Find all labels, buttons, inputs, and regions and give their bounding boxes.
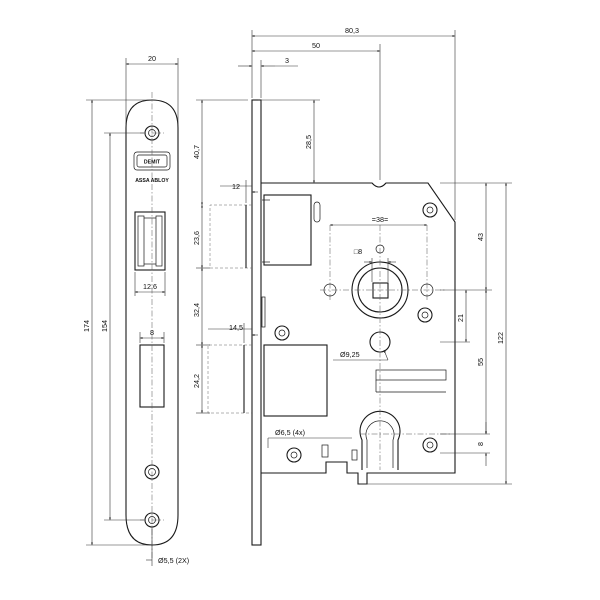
dim-latch-projection: 12 — [232, 182, 240, 191]
dim-8: 8 — [476, 442, 485, 446]
spindle-square — [372, 282, 389, 299]
bolt-projection-hidden — [207, 344, 252, 414]
dim-faceplate-height-outer: 174 — [82, 320, 91, 332]
dim-faceplate-screw: Ø5,5 (2X) — [158, 556, 189, 565]
lock-body-view — [207, 99, 456, 546]
latch-slot — [313, 201, 321, 223]
dim-plate-offset: 3 — [285, 56, 289, 65]
dim-55: 55 — [476, 358, 485, 366]
faceplate-dimensions: 20 174 154 12.6 8 Ø5,5 (2X) — [82, 54, 189, 566]
latch-bolt-body — [263, 194, 312, 266]
dim-latch-window: 12.6 — [143, 282, 157, 291]
company-name: ASSA ABLOY — [135, 178, 169, 184]
dim-faceplate-height-inner: 154 — [100, 320, 109, 332]
dim-bolt-height: 24,2 — [192, 374, 201, 388]
deadbolt-body — [263, 344, 328, 417]
mounting-screw-right — [417, 307, 433, 323]
dim-faceplate-width: 20 — [148, 54, 156, 63]
mounting-screw-bottom-right — [422, 437, 438, 453]
mounting-screw-bottom-left — [286, 447, 302, 463]
dim-follower-spread: =38= — [372, 215, 388, 224]
logo-text: DEMIT — [144, 160, 161, 166]
dim-latch-to-bolt: 32,4 — [192, 303, 201, 317]
lock-body-dimensions: 80,3 50 3 28,5 40,7 12 23,6 32,4 — [192, 26, 512, 485]
latch-projection-hidden — [209, 204, 252, 269]
mounting-screw-top — [422, 202, 438, 218]
bolt-guide — [375, 369, 447, 381]
dim-latch-height: 23,6 — [192, 231, 201, 245]
dim-21: 21 — [456, 314, 465, 322]
front-plate — [251, 99, 262, 546]
dim-backset: 50 — [312, 41, 320, 50]
dim-bolt-window: 8 — [150, 328, 154, 337]
dim-follower-top: 28,5 — [304, 135, 313, 149]
bolt-spring — [261, 296, 266, 328]
dim-overall-width: 80,3 — [345, 26, 359, 35]
dim-122: 122 — [496, 332, 505, 344]
faceplate-view: DEMIT ASSA ABLOY — [125, 92, 179, 560]
bottom-peg — [321, 444, 329, 458]
dim-43: 43 — [476, 233, 485, 241]
dim-fixing-hole: Ø9,25 — [340, 350, 360, 359]
latch-window — [134, 211, 166, 271]
mounting-screw-middle — [274, 325, 290, 341]
dim-mounting-holes: Ø6,5 (4x) — [275, 428, 305, 437]
faceplate-outline — [125, 99, 179, 546]
dim-top-to-latch: 40,7 — [192, 145, 201, 159]
dim-spindle-square: □8 — [354, 247, 362, 256]
dim-bolt-projection: 14,5 — [229, 323, 243, 332]
